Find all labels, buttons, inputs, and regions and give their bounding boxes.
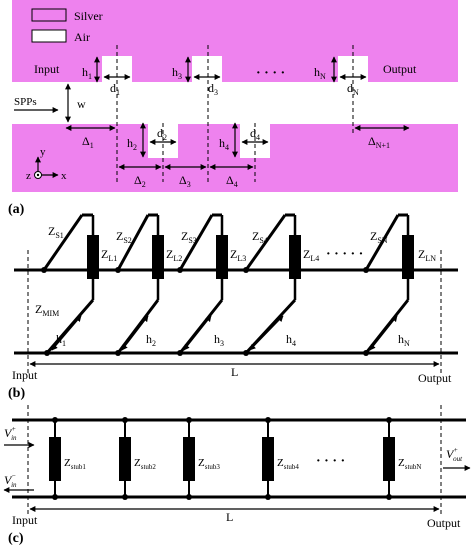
label-L-b: L (231, 365, 238, 379)
label-b-h4: h4 (286, 332, 296, 348)
label-zs1: ZS1 (48, 224, 64, 240)
dots-b: · · · · · (326, 247, 363, 262)
stub-3 (183, 417, 195, 500)
label-zl4: ZL4 (303, 247, 319, 263)
unit-4 (243, 213, 301, 356)
unit-2 (115, 213, 164, 356)
label-stub1: Zstub1 (64, 457, 86, 471)
axis-z: z (26, 170, 31, 182)
unit-3 (177, 213, 228, 356)
label-b-h3: h3 (214, 332, 224, 348)
label-h2: h2 (127, 136, 137, 152)
label-dN: dN (347, 81, 359, 97)
reference-dashes (116, 45, 354, 182)
label-d1: d1 (110, 81, 120, 97)
label-zsN: ZSN (370, 229, 388, 245)
stub-1 (49, 417, 61, 500)
slot-top-3 (192, 56, 222, 83)
panel-b: ZS1 ZS2 ZS3 ZS4 ZSN ZL1 ZL2 ZL3 ZL4 ZLN … (12, 213, 458, 385)
label-zl1: ZL1 (101, 247, 117, 263)
coordinate-axes (34, 156, 59, 179)
stub-N (383, 417, 395, 500)
label-delta2: Δ2 (134, 173, 146, 189)
label-stubN: ZstubN (398, 457, 421, 471)
stub-4 (262, 417, 274, 500)
dots-a: · · · · (256, 66, 285, 81)
label-stub4: Zstub4 (277, 457, 299, 471)
stub-2 (119, 417, 131, 500)
label-deltaN1: ΔN+1 (368, 134, 390, 150)
panel-label-c: (c) (8, 531, 24, 545)
label-vin-minus: V−in (4, 472, 17, 489)
air-channel (12, 82, 458, 124)
label-d3: d3 (208, 81, 218, 97)
label-spps: SPPs (14, 96, 37, 108)
label-zs3: ZS3 (181, 229, 197, 245)
legend-swatch-silver (31, 8, 67, 22)
label-output-a: Output (383, 62, 417, 76)
label-input-a: Input (34, 62, 60, 76)
label-stub2: Zstub2 (134, 457, 156, 471)
label-zl2: ZL2 (166, 247, 182, 263)
legend-silver: Silver (74, 9, 103, 23)
dots-c: · · · · (316, 454, 345, 469)
label-w: w (77, 97, 86, 111)
label-hN: hN (314, 65, 326, 81)
panel-label-a: (a) (8, 202, 25, 217)
label-input-c: Input (12, 513, 38, 527)
label-b-h1: h1 (56, 332, 66, 348)
panel-label-b: (b) (8, 386, 25, 401)
label-h1: h1 (82, 65, 92, 81)
label-L-c: L (226, 510, 233, 524)
label-h3: h3 (172, 65, 182, 81)
label-d2: d2 (157, 126, 167, 142)
legend-air: Air (74, 30, 90, 44)
label-delta4: Δ4 (226, 173, 238, 189)
label-vin-plus: V+in (4, 425, 17, 442)
label-vout-plus: V+out (446, 446, 463, 463)
label-output-b: Output (418, 371, 452, 385)
label-b-hN: hN (398, 332, 410, 348)
label-stub3: Zstub3 (198, 457, 220, 471)
label-input-b: Input (12, 368, 38, 382)
label-zl3: ZL3 (230, 247, 246, 263)
label-zmim: ZMIM (35, 302, 59, 318)
label-h4: h4 (219, 136, 229, 152)
label-delta1: Δ1 (82, 134, 94, 150)
legend-swatch-air (31, 29, 67, 43)
label-b-h2: h2 (146, 332, 156, 348)
panel-a: Silver Air Input Output SPPs w h1 d1 h3 … (12, 0, 458, 192)
unit-1 (41, 213, 99, 356)
label-output-c: Output (427, 516, 461, 530)
label-delta3: Δ3 (179, 173, 191, 189)
unit-N (363, 213, 414, 356)
axis-x: x (61, 170, 67, 182)
label-zlN: ZLN (418, 247, 436, 263)
label-zs4: ZS4 (252, 229, 268, 245)
label-d4: d4 (250, 126, 260, 142)
panel-c: Zstub1 Zstub2 Zstub3 Zstub4 ZstubN · · ·… (3, 405, 471, 530)
label-zs2: ZS2 (116, 229, 132, 245)
axis-y: y (40, 146, 46, 158)
zl-box-1 (87, 235, 99, 279)
